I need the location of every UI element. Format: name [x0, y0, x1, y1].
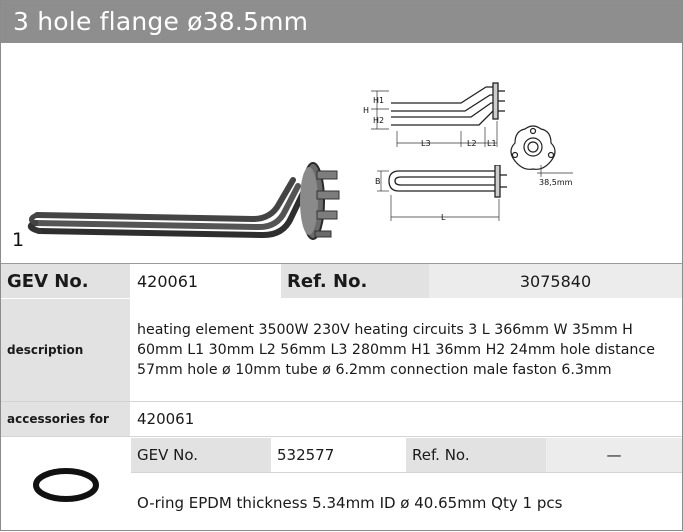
oring-image — [33, 468, 99, 502]
oring-image-cell — [1, 438, 131, 532]
page-title: 3 hole flange ø38.5mm — [1, 1, 682, 43]
dim-label-h2: H2 — [373, 116, 384, 125]
heating-element-photo — [27, 162, 340, 240]
ref-value: 3075840 — [429, 264, 682, 298]
ref-label: Ref. No. — [281, 264, 429, 298]
accessories-value: 420061 — [137, 410, 195, 428]
dim-label-h: H — [363, 106, 369, 115]
description-row: description heating element 3500W 230V h… — [1, 299, 682, 401]
dim-label-l2: L2 — [467, 139, 477, 148]
accessory-ref-value: — — [546, 438, 682, 472]
gev-label: GEV No. — [1, 264, 131, 298]
accessory-description: O-ring EPDM thickness 5.34mm ID ø 40.65m… — [131, 472, 682, 532]
technical-drawing-top-view: B L — [375, 165, 507, 222]
accessory-ref-label: Ref. No. — [406, 438, 546, 472]
accessory-gev-value: 532577 — [277, 446, 335, 464]
accessory-item: GEV No. 532577 Ref. No. — O-ring EPDM th… — [1, 438, 682, 532]
gev-value: 420061 — [137, 271, 199, 291]
accessory-gev-label: GEV No. — [131, 438, 271, 472]
dim-label-flange: 38,5mm — [539, 178, 573, 187]
dim-label-b: B — [375, 177, 381, 186]
dim-label-l: L — [441, 213, 446, 222]
dim-label-l3: L3 — [421, 139, 431, 148]
gev-row: GEV No. 420061 Ref. No. 3075840 — [1, 264, 682, 298]
product-image-area: 1 — [1, 43, 682, 264]
dim-label-l1: L1 — [487, 139, 497, 148]
flange-drawing: 38,5mm — [510, 125, 573, 187]
technical-drawing-side-view: H1 H H2 L3 L2 L1 — [363, 82, 505, 148]
description-label: description — [1, 299, 131, 401]
dim-label-h1: H1 — [373, 96, 384, 105]
figure-number: 1 — [12, 229, 25, 251]
accessories-label: accessories for — [1, 402, 131, 436]
description-text: heating element 3500W 230V heating circu… — [137, 322, 655, 378]
accessories-row: accessories for 420061 — [1, 401, 682, 437]
